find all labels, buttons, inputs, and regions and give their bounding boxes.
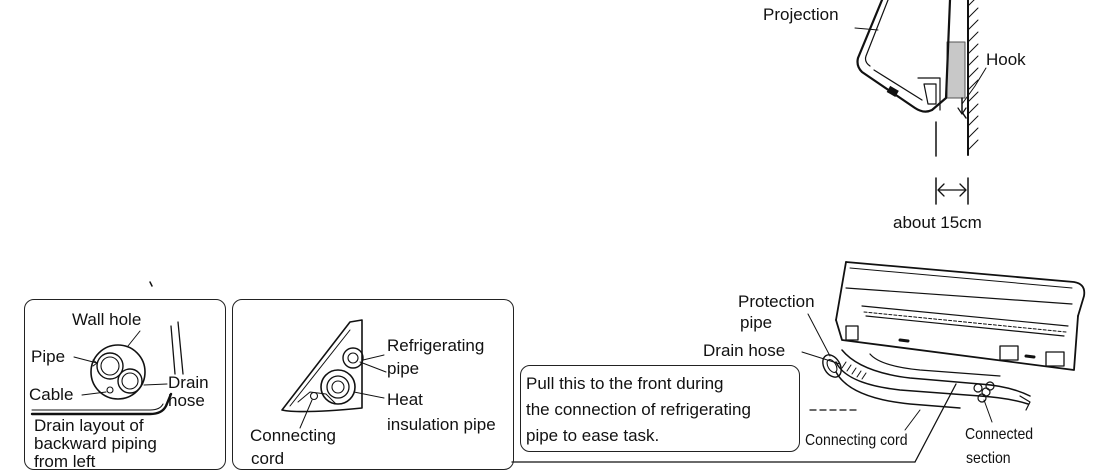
piping-unit-figure [801,261,1086,431]
projection-label: Projection [763,5,839,24]
drain-label: Drain [168,373,209,392]
note-line-3: pipe to ease task. [526,426,660,445]
top-unit-figure [149,0,987,287]
pipe-section-panel [232,299,514,470]
drain-layout-caption-1: Drain layout of [34,416,144,435]
note-line-1: Pull this to the front during [526,374,724,393]
distance-label: about 15cm [893,213,982,232]
connecting-label: Connecting [250,426,337,445]
insulation-pipe-label: insulation pipe [387,415,496,434]
cord-label: cord [251,449,285,468]
refrigerating-pipe-label: pipe [387,359,420,378]
pipe-cross-section-figure [281,319,387,429]
protection-pipe-label: pipe [740,313,773,332]
heat-label: Heat [387,390,423,409]
note-line-2: the connection of refrigerating [526,400,751,419]
hose-label: hose [168,391,205,410]
protection-label: Protection [738,292,815,311]
wall-hole-panel [24,299,226,470]
drain-hose-label: Drain hose [703,341,786,360]
instruction-note-box [520,365,800,452]
hook-label: Hook [986,50,1026,69]
wall-hole-label: Wall hole [72,310,142,329]
refrigerating-label: Refrigerating [387,336,485,355]
connected-label: Connected [965,426,1034,443]
drain-layout-caption-2: backward piping [34,434,157,453]
section-label: section [966,450,1011,467]
wall-hole-figure [30,321,184,416]
connecting-cord-label: Connecting cord [805,432,908,449]
drain-layout-caption-3: from left [34,452,96,471]
cable-label: Cable [29,385,74,404]
pipe-label: Pipe [31,347,66,366]
